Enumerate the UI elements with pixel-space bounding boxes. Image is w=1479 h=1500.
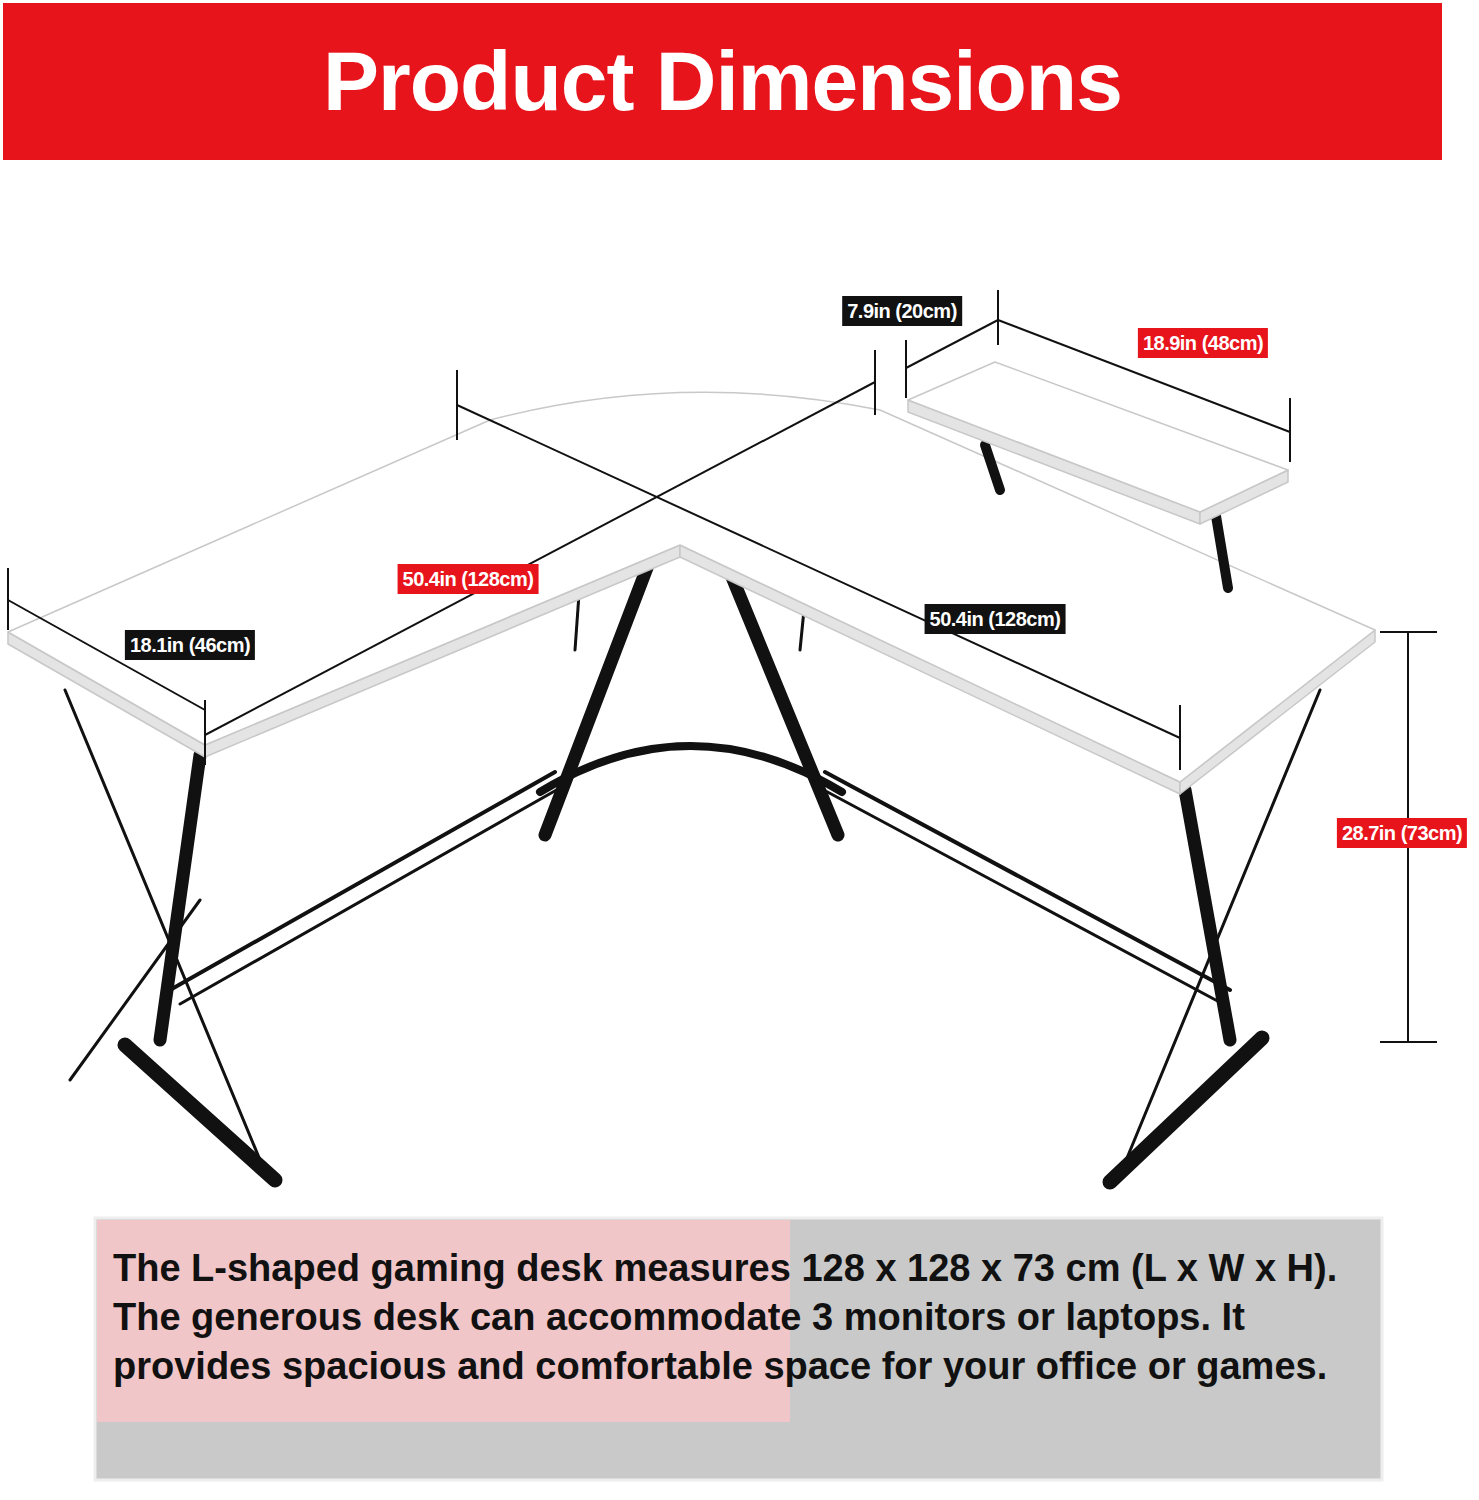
dimension-tick [997, 290, 999, 345]
page-title: Product Dimensions [3, 3, 1442, 160]
dimension-label: 7.9in (20cm) [842, 296, 962, 326]
support-arch [540, 746, 842, 792]
shelf-leg [985, 445, 1000, 490]
dimension-tick [7, 568, 9, 630]
dimension-label: 18.9in (48cm) [1138, 328, 1268, 358]
cross-wire [65, 690, 265, 1172]
dimension-tick [1380, 631, 1437, 633]
monitor-shelf [908, 362, 1288, 512]
caption-text: The L-shaped gaming desk measures 128 x … [113, 1244, 1363, 1391]
dimension-label: 28.7in (73cm) [1337, 818, 1467, 848]
caption-panel [95, 1218, 1382, 1480]
title-band [3, 3, 1442, 160]
dimension-tick [1380, 1041, 1437, 1043]
desk-foot [125, 1045, 275, 1180]
stretcher-bar [170, 772, 555, 990]
dimension-tick [1289, 398, 1291, 462]
shelf-leg [1215, 510, 1228, 588]
dimension-label: 50.4in (128cm) [398, 564, 539, 594]
dimension-label: 18.1in (46cm) [125, 630, 255, 660]
dimension-line [205, 382, 875, 735]
stretcher-bar [825, 772, 1230, 990]
dimension-line [998, 320, 1290, 432]
dimension-line [906, 320, 998, 368]
dimension-line [457, 405, 1180, 738]
stretcher-bar [820, 788, 1225, 1005]
dimension-label: 50.4in (128cm) [925, 604, 1066, 634]
stretcher-bar [180, 788, 560, 1004]
dimension-tick [905, 340, 907, 398]
desk-foot [1110, 1038, 1262, 1182]
